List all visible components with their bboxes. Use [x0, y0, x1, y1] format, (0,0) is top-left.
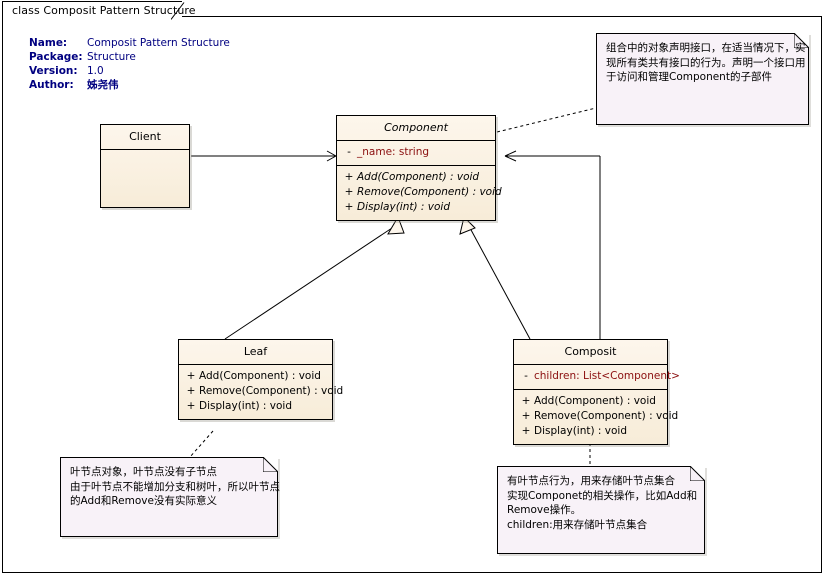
class-separator	[337, 140, 495, 141]
operation-signature: Add(Component) : void	[357, 171, 480, 183]
class-name-leaf: Leaf	[243, 345, 268, 358]
property-row-name: Name: Composit Pattern Structure	[29, 36, 230, 50]
visibility-marker: +	[521, 425, 531, 437]
visibility-marker: -	[524, 370, 528, 382]
class-operation: + Add(Component) : void	[337, 170, 495, 185]
visibility-marker: +	[344, 201, 354, 213]
operation-signature: Display(int) : void	[199, 400, 293, 412]
diagram-frame-tab: class Composit Pattern Structure	[2, 1, 196, 20]
class-separator	[514, 364, 667, 365]
note-fold-icon	[794, 33, 809, 48]
property-value: 姊尧伟	[87, 79, 119, 91]
class-operation: + Display(int) : void	[514, 424, 667, 439]
property-row-author: Author: 姊尧伟	[29, 78, 230, 92]
class-operation: + Add(Component) : void	[514, 394, 667, 409]
operation-signature: Remove(Component) : void	[534, 410, 679, 422]
note-text-line: 于访问和管理Component的子部件	[606, 71, 772, 83]
class-box-composit[interactable]: Composit - children: List<Component> + A…	[513, 339, 680, 445]
visibility-marker: +	[186, 370, 196, 382]
class-attributes-composit: - children: List<Component>	[514, 365, 680, 389]
diagram-title: class Composit Pattern Structure	[12, 4, 196, 17]
class-name-composit: Composit	[564, 345, 617, 358]
operation-signature: Add(Component) : void	[534, 395, 656, 407]
class-separator	[101, 149, 189, 150]
note-text-line: 叶节点对象，叶节点没有子节点	[70, 466, 217, 478]
note-text-line: children:用来存储叶节点集合	[507, 518, 648, 531]
class-separator	[337, 165, 495, 166]
class-attribute: - children: List<Component>	[514, 369, 680, 384]
class-attributes-component: - _name: string	[337, 141, 495, 165]
attribute-signature: children: List<Component>	[534, 370, 680, 382]
visibility-marker: +	[521, 410, 531, 422]
class-operation: + Remove(Component) : void	[337, 185, 502, 200]
class-operation: + Remove(Component) : void	[514, 409, 679, 424]
class-operation: + Display(int) : void	[179, 399, 332, 414]
diagram-properties: Name: Composit Pattern Structure Package…	[29, 36, 230, 92]
note-fold-icon	[263, 457, 278, 472]
note-text-line: 组合中的对象声明接口，在适当情况下，实	[606, 42, 806, 54]
class-separator	[179, 364, 332, 365]
class-separator	[514, 389, 667, 390]
class-operation: + Remove(Component) : void	[179, 384, 344, 399]
note-text-line: 的Add和Remove没有实际意义	[70, 495, 217, 507]
attribute-signature: _name: string	[357, 146, 430, 158]
note-leaf[interactable]: 叶节点对象，叶节点没有子节点 由于叶节点不能增加分支和树叶，所以叶节点 的Add…	[60, 457, 280, 537]
property-key: Name:	[29, 37, 68, 49]
note-composit[interactable]: 有叶节点行为，用来存储叶节点集合 实现Componet的相关操作，比如Add和 …	[497, 466, 705, 554]
class-box-client[interactable]: Client	[100, 124, 190, 208]
operation-signature: Display(int) : void	[357, 201, 451, 213]
visibility-marker: +	[186, 385, 196, 397]
note-text-line: 实现Componet的相关操作，比如Add和	[507, 489, 698, 502]
frame-tab-slope-icon	[171, 2, 189, 20]
property-key: Package:	[29, 51, 83, 63]
class-operations-leaf: + Add(Component) : void + Remove(Compone…	[179, 365, 344, 419]
property-row-version: Version: 1.0	[29, 64, 230, 78]
visibility-marker: +	[344, 186, 354, 198]
class-operation: + Display(int) : void	[337, 200, 495, 215]
visibility-marker: +	[344, 171, 354, 183]
note-fold-icon	[690, 466, 705, 481]
class-operation: + Add(Component) : void	[179, 369, 332, 384]
note-text-line: 有叶节点行为，用来存储叶节点集合	[507, 475, 675, 487]
class-box-component[interactable]: Component - _name: string + Add(Componen…	[336, 115, 502, 221]
property-row-package: Package: Structure	[29, 50, 230, 64]
visibility-marker: -	[347, 146, 351, 158]
property-key: Version:	[29, 65, 78, 77]
class-body-client	[101, 150, 189, 207]
visibility-marker: +	[521, 395, 531, 407]
class-name-component: Component	[384, 121, 448, 134]
property-value: Composit Pattern Structure	[87, 37, 230, 49]
class-operations-component: + Add(Component) : void + Remove(Compone…	[337, 166, 502, 220]
operation-signature: Add(Component) : void	[199, 370, 321, 382]
note-component[interactable]: 组合中的对象声明接口，在适当情况下，实 现所有类共有接口的行为。声明一个接口用 …	[596, 33, 809, 125]
class-name-client: Client	[129, 130, 161, 143]
operation-signature: Remove(Component) : void	[357, 186, 502, 198]
property-value: 1.0	[87, 65, 104, 77]
property-key: Author:	[29, 79, 74, 91]
class-operations-composit: + Add(Component) : void + Remove(Compone…	[514, 390, 679, 444]
note-text-line: 现所有类共有接口的行为。声明一个接口用	[606, 56, 806, 69]
note-text-line: 由于叶节点不能增加分支和树叶，所以叶节点	[70, 480, 280, 493]
class-attribute: - _name: string	[337, 145, 495, 160]
visibility-marker: +	[186, 400, 196, 412]
property-value: Structure	[87, 51, 136, 63]
operation-signature: Display(int) : void	[534, 425, 628, 437]
operation-signature: Remove(Component) : void	[199, 385, 344, 397]
note-text-line: Remove操作。	[507, 504, 582, 516]
class-box-leaf[interactable]: Leaf + Add(Component) : void + Remove(Co…	[178, 339, 344, 420]
